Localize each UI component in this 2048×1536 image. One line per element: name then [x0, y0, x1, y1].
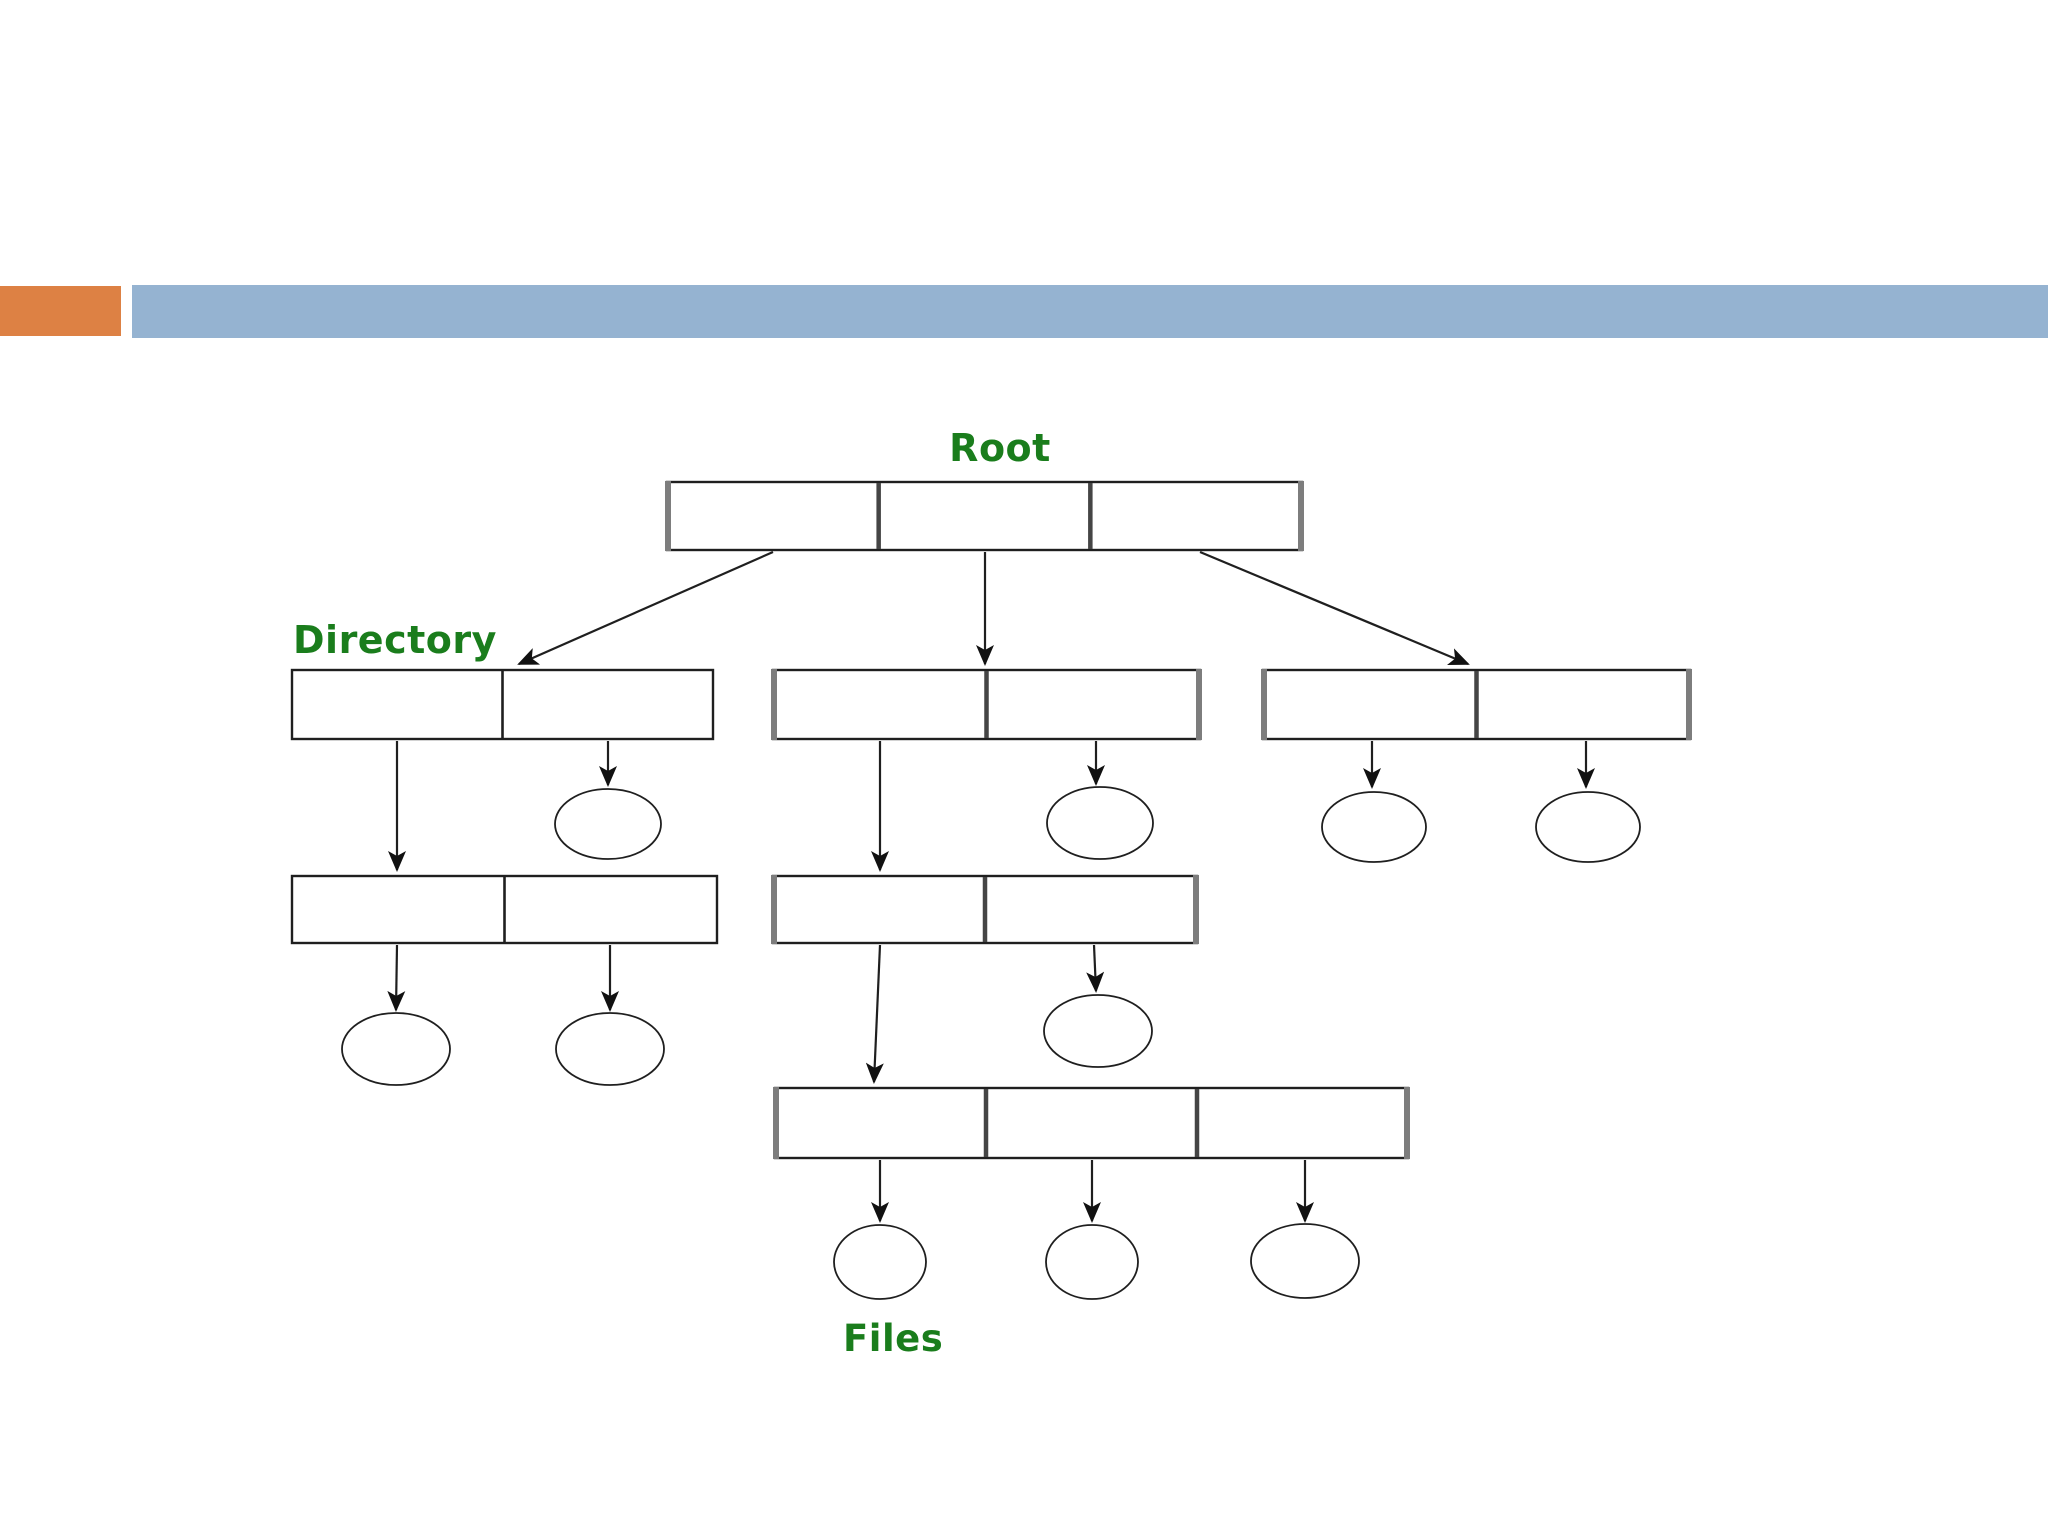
- root-table-box: [665, 480, 1304, 552]
- directory-middle-left-edge: [771, 669, 777, 740]
- arrow-connector: [1086, 944, 1105, 993]
- file-circle: [1535, 791, 1641, 863]
- directory-middle-right-edge: [1196, 669, 1202, 740]
- directory-right-left-edge: [1261, 669, 1267, 740]
- file-circle: [1043, 994, 1153, 1068]
- file-circle: [555, 1012, 665, 1086]
- arrow-connector: [1199, 550, 1470, 666]
- arrow-connector: [387, 944, 406, 1012]
- file-circle: [341, 1012, 451, 1086]
- directory-middle-sub-left-edge: [771, 875, 777, 944]
- directory-middle-sub2-right-edge: [1404, 1087, 1410, 1159]
- arrow-connector: [865, 944, 884, 1084]
- file-circle: [1321, 791, 1427, 863]
- directory-middle-sub-right-edge: [1193, 875, 1199, 944]
- file-circle: [554, 788, 662, 860]
- file-circle: [1250, 1223, 1360, 1299]
- root-table-right-edge: [1298, 481, 1304, 551]
- directory-middle-sub2-box: [773, 1086, 1410, 1160]
- file-circle: [833, 1224, 927, 1300]
- file-circle: [1046, 786, 1154, 860]
- directory-right-right-edge: [1686, 669, 1692, 740]
- orange-accent-bar: [0, 286, 121, 336]
- directory-label: Directory: [293, 618, 497, 662]
- root-table-left-edge: [665, 481, 671, 551]
- root-label: Root: [949, 426, 1051, 470]
- files-label: Files: [843, 1317, 944, 1360]
- blue-title-bar: [132, 285, 2048, 338]
- file-circle: [1045, 1224, 1139, 1300]
- arrow-connector: [517, 550, 774, 666]
- directory-middle-sub2-left-edge: [773, 1087, 779, 1159]
